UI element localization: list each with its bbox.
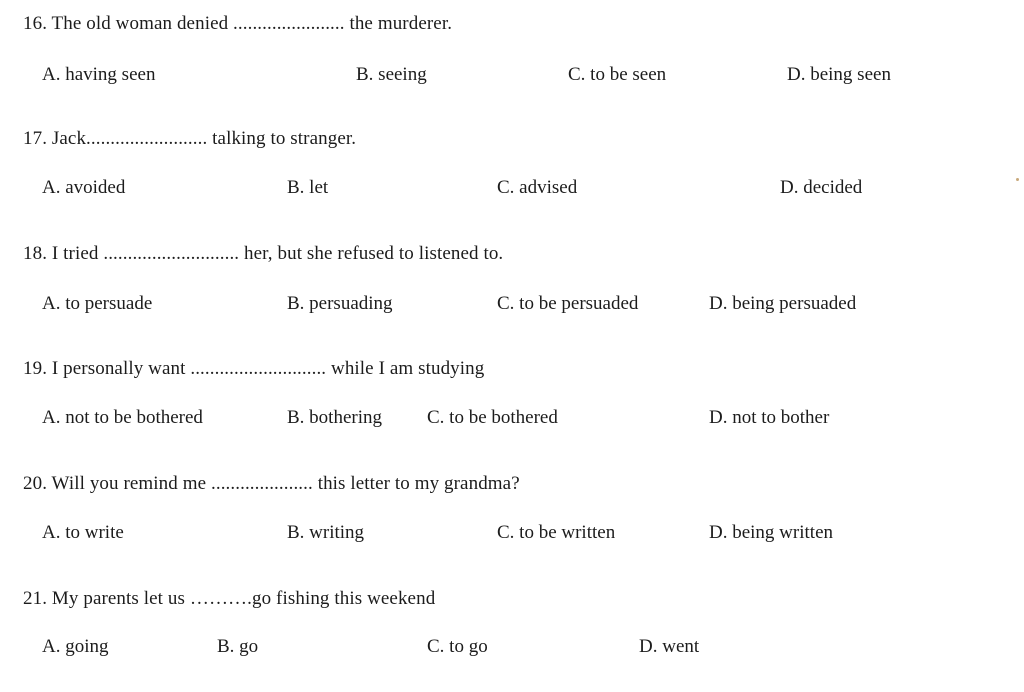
question-16-option-b: B. seeing bbox=[356, 64, 427, 85]
question-20-option-c: C. to be written bbox=[497, 522, 616, 543]
question-21-option-b: B. go bbox=[217, 636, 259, 657]
question-16-stem: 16. The old woman denied ...............… bbox=[23, 13, 453, 34]
question-19-option-d: D. not to bother bbox=[709, 407, 830, 428]
question-20-stem: 20. Will you remind me .................… bbox=[23, 473, 520, 494]
question-21-stem: 21. My parents let us ……….go fishing thi… bbox=[23, 588, 436, 609]
question-20-option-a: A. to write bbox=[42, 522, 124, 543]
question-18-option-b: B. persuading bbox=[287, 293, 393, 314]
question-16-option-d: D. being seen bbox=[787, 64, 891, 85]
question-19-option-b: B. bothering bbox=[287, 407, 382, 428]
question-19-option-a: A. not to be bothered bbox=[42, 407, 203, 428]
question-18-option-d: D. being persuaded bbox=[709, 293, 857, 314]
question-17-option-b: B. let bbox=[287, 177, 329, 198]
question-19-option-c: C. to be bothered bbox=[427, 407, 558, 428]
question-16-option-c: C. to be seen bbox=[568, 64, 667, 85]
question-20-option-d: D. being written bbox=[709, 522, 834, 543]
scan-speck bbox=[1016, 178, 1019, 181]
question-19-stem: 19. I personally want ..................… bbox=[23, 358, 485, 379]
question-17-option-d: D. decided bbox=[780, 177, 863, 198]
question-16-option-a: A. having seen bbox=[42, 64, 156, 85]
question-17-option-a: A. avoided bbox=[42, 177, 126, 198]
question-17-option-c: C. advised bbox=[497, 177, 578, 198]
question-21-option-a: A. going bbox=[42, 636, 109, 657]
question-20-option-b: B. writing bbox=[287, 522, 365, 543]
question-17-stem: 17. Jack......................... talkin… bbox=[23, 128, 357, 149]
question-21-option-d: D. went bbox=[639, 636, 700, 657]
question-18-stem: 18. I tried ............................… bbox=[23, 243, 504, 264]
question-18-option-a: A. to persuade bbox=[42, 293, 153, 314]
question-18-option-c: C. to be persuaded bbox=[497, 293, 639, 314]
question-21-option-c: C. to go bbox=[427, 636, 488, 657]
